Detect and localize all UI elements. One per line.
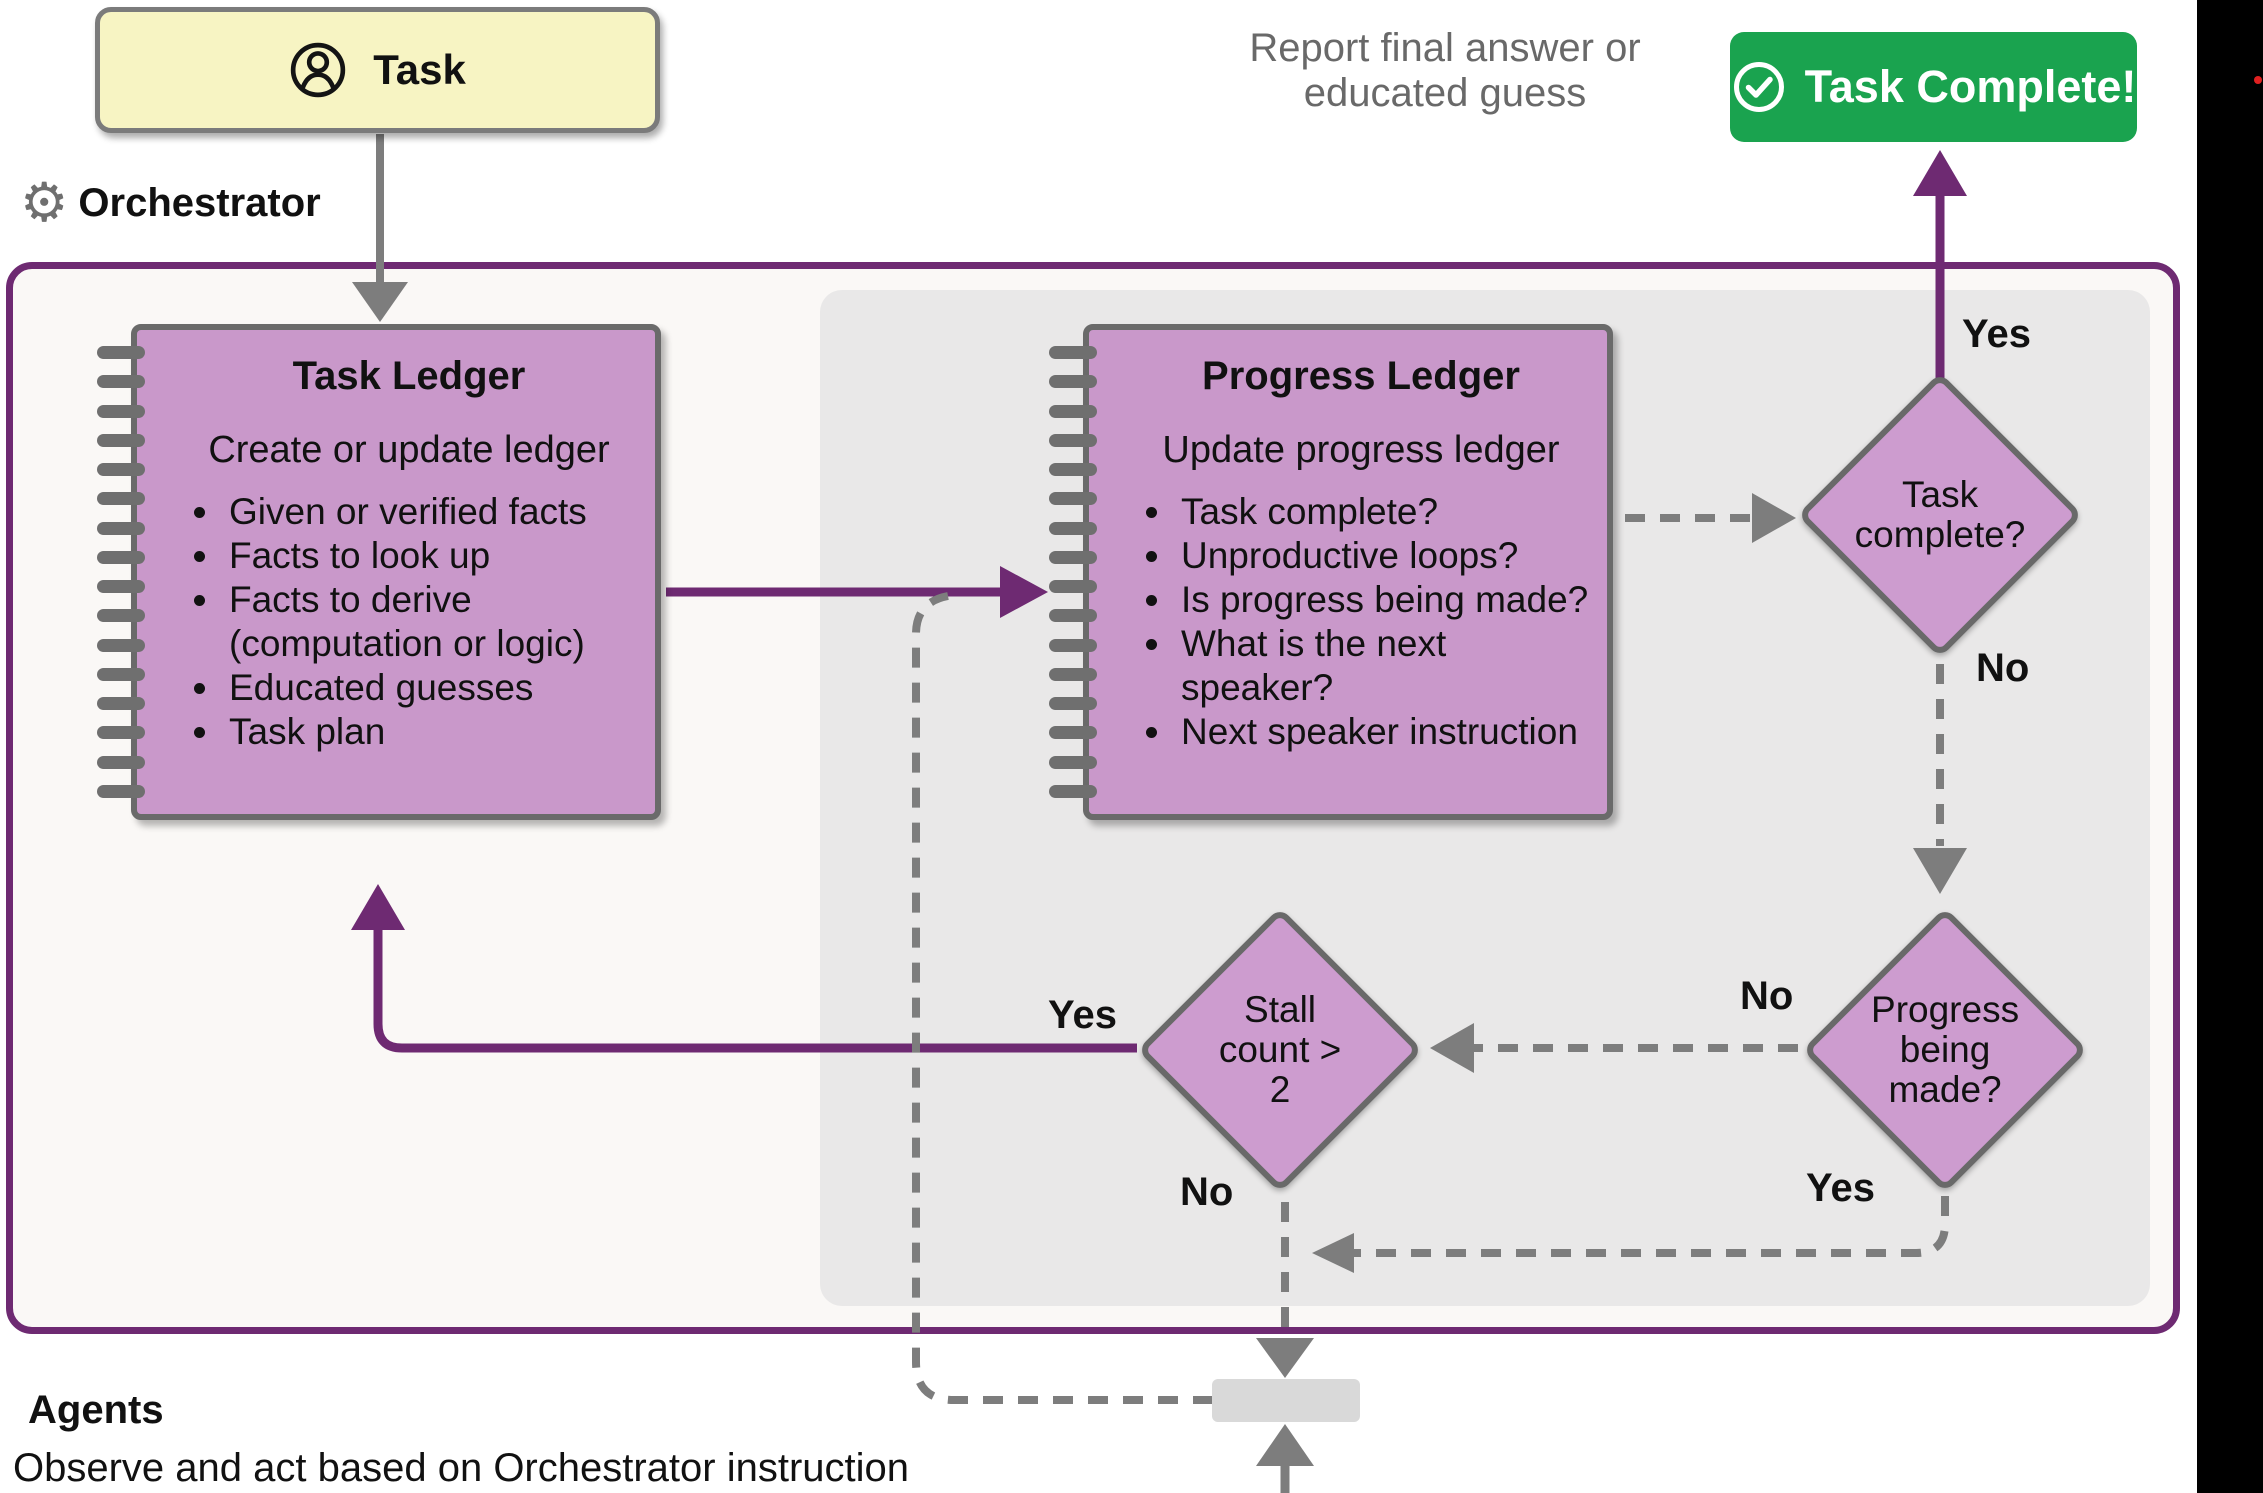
orchestrator-label: Orchestrator [78, 180, 321, 225]
progress-ledger: Progress Ledger Update progress ledger T… [1049, 324, 1613, 820]
label-progress-yes: Yes [1806, 1166, 1875, 1210]
arrow-progressyes-return [1354, 1196, 1949, 1257]
gear-icon: ⚙ [20, 171, 69, 234]
decision-stall-count-label: Stall count > 2 [1218, 989, 1342, 1110]
agent-node [1212, 1379, 1360, 1422]
task-ledger-title: Task Ledger [292, 354, 526, 398]
task-ledger-items: Given or verified factsFacts to look upF… [177, 490, 641, 754]
label-progress-no: No [1740, 974, 1794, 1018]
orchestrator-heading: ⚙ Orchestrator [20, 172, 321, 234]
label-task-complete-yes: Yes [1962, 312, 2031, 356]
progress-ledger-title: Progress Ledger [1202, 354, 1520, 398]
label-task-complete-no: No [1976, 646, 2030, 690]
task-node-label: Task [373, 46, 466, 93]
agents-title: Agents [28, 1388, 164, 1432]
screen-edge-strip [2197, 0, 2263, 1493]
check-circle-icon [1731, 59, 1787, 115]
task-complete-badge: Task Complete! [1730, 32, 2137, 142]
user-icon [289, 41, 347, 99]
decision-task-complete-label: Task complete? [1854, 474, 2026, 555]
task-node: Task [95, 7, 660, 133]
progress-ledger-subtitle: Update progress ledger [1162, 429, 1560, 471]
progress-ledger-items: Task complete?Unproductive loops?Is prog… [1129, 490, 1593, 754]
arrow-agent-feedback [912, 592, 1213, 1404]
arrow-stallyes-to-taskledger [373, 928, 1137, 1053]
decision-progress-made-label: Progress being made? [1870, 989, 2020, 1110]
agents-subtitle: Observe and act based on Orchestrator in… [13, 1446, 910, 1490]
task-ledger: Task Ledger Create or update ledger Give… [97, 324, 661, 820]
report-hint-text: Report final answer or educated guess [1249, 26, 1641, 116]
spiral-binding [97, 346, 145, 798]
task-complete-label: Task Complete! [1804, 61, 2137, 112]
label-stall-yes: Yes [1048, 993, 1117, 1037]
red-dot-artifact [2254, 76, 2262, 84]
task-ledger-subtitle: Create or update ledger [208, 429, 610, 471]
spiral-binding [1049, 346, 1097, 798]
label-stall-no: No [1180, 1170, 1234, 1214]
